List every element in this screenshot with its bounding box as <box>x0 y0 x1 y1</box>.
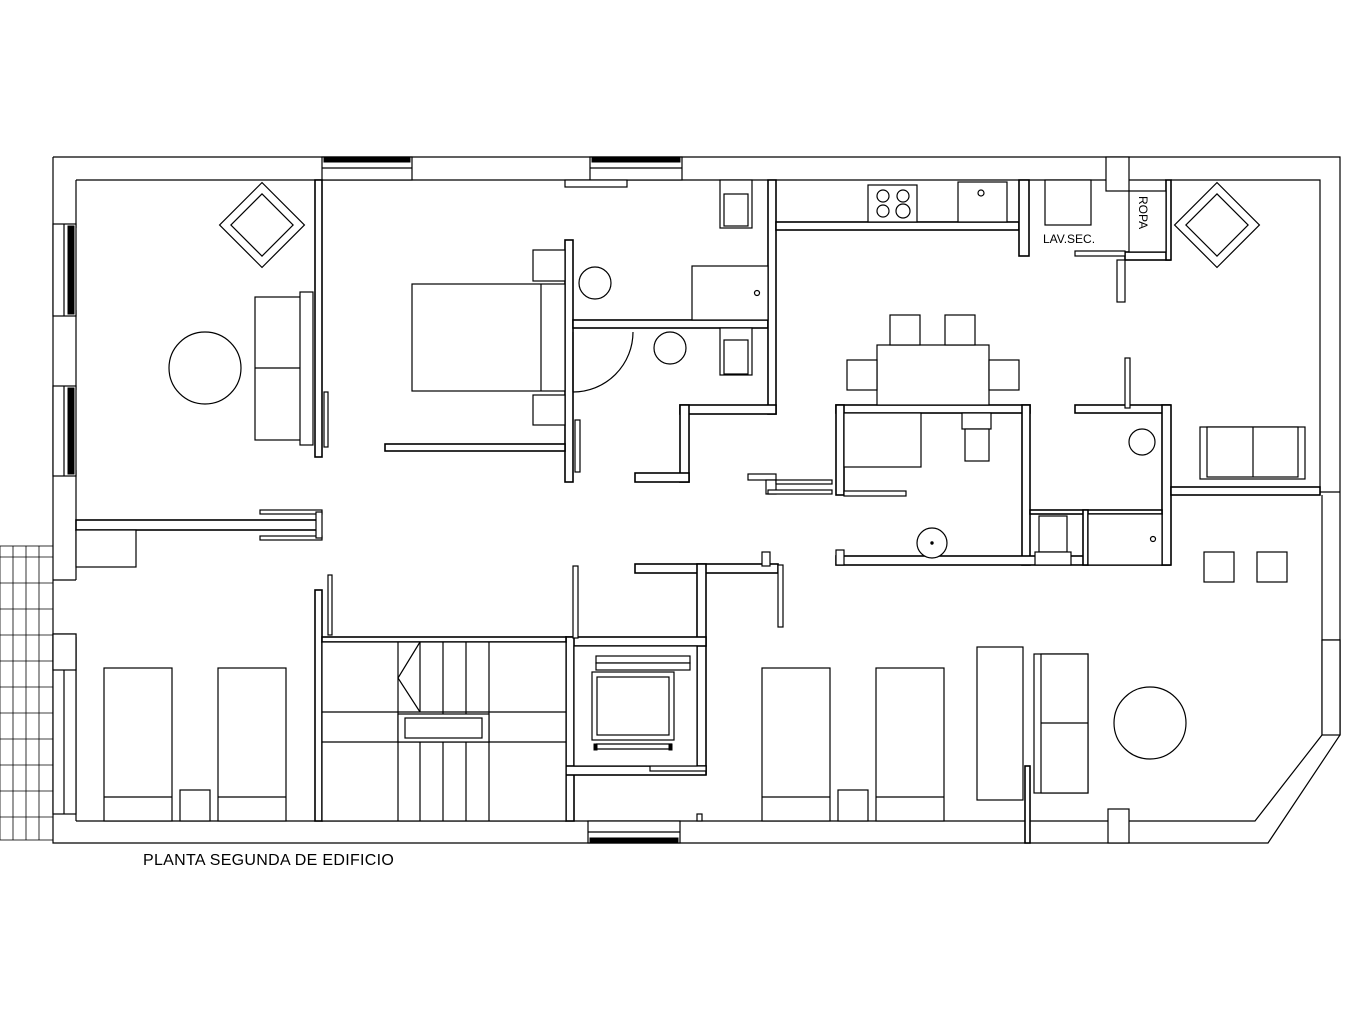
bottom-right-bedroom-furniture <box>761 667 945 822</box>
living-room-furniture <box>75 181 314 568</box>
interior-walls <box>75 179 1321 844</box>
bottom-right-living-furniture <box>976 646 1187 801</box>
right-bath-furniture <box>1034 428 1163 566</box>
elevator <box>573 645 698 767</box>
laundry-label: LAV.SEC. <box>1043 232 1095 246</box>
master-bedroom-furniture <box>411 249 566 426</box>
columns <box>52 156 1130 844</box>
windows <box>52 156 1341 844</box>
doors <box>259 179 1131 822</box>
closet-label: ROPA <box>1136 196 1150 229</box>
center-bath-furniture <box>843 412 992 559</box>
balcony-grid <box>0 545 54 841</box>
drawing-title: PLANTA SEGUNDA DE EDIFICIO <box>143 852 395 869</box>
kitchen-furniture: LAV.SEC. ROPA <box>867 179 1167 253</box>
dining-furniture <box>846 314 1020 406</box>
bathrooms-furniture <box>578 179 769 376</box>
staircase <box>321 641 567 822</box>
right-living-furniture <box>1173 181 1306 583</box>
bottom-left-bedroom-furniture <box>103 667 287 822</box>
